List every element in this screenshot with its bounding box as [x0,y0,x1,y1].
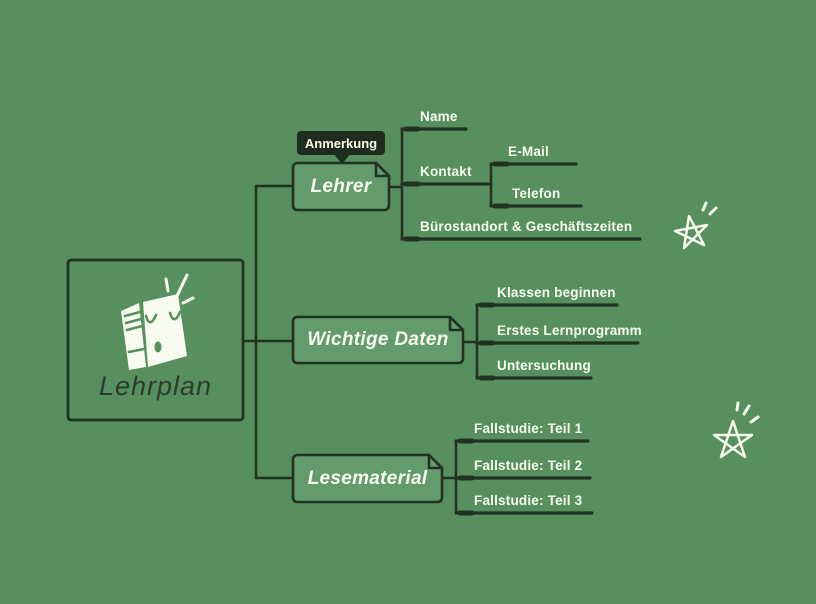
node-email[interactable]: E-Mail [508,144,549,159]
node-shape-lehrer [291,161,391,212]
node-shape-wichtige-daten [291,315,465,365]
connector-lines [241,126,642,516]
node-fallstudie-teil-2[interactable]: Fallstudie: Teil 2 [474,458,583,473]
root-node[interactable]: Lehrplan [98,371,213,401]
node-fallstudie-teil-3[interactable]: Fallstudie: Teil 3 [474,493,583,508]
node-wichtige-daten[interactable]: Wichtige Daten [307,329,449,350]
node-untersuchung[interactable]: Untersuchung [497,358,591,373]
node-lesematerial[interactable]: Lesematerial [307,467,428,489]
node-fallstudie-teil-1[interactable]: Fallstudie: Teil 1 [474,421,583,436]
star-doodle-icon[interactable] [712,401,760,459]
node-buerostandort[interactable]: Bürostandort & Geschäftszeiten [420,219,633,234]
node-telefon[interactable]: Telefon [512,186,561,201]
star-doodle-icon[interactable] [673,201,718,250]
node-erstes-lernprogramm[interactable]: Erstes Lernprogramm [497,323,642,338]
node-kontakt[interactable]: Kontakt [420,164,472,179]
node-name[interactable]: Name [420,109,458,124]
node-klassen-beginnen[interactable]: Klassen beginnen [497,285,616,300]
note-tag[interactable]: Anmerkung [304,135,378,151]
root-node-shape [66,258,245,422]
note-tag-shape [297,131,385,164]
book-doodle-icon [121,273,195,370]
node-lehrer[interactable]: Lehrer [310,175,372,197]
node-shape-lesematerial [291,453,444,504]
